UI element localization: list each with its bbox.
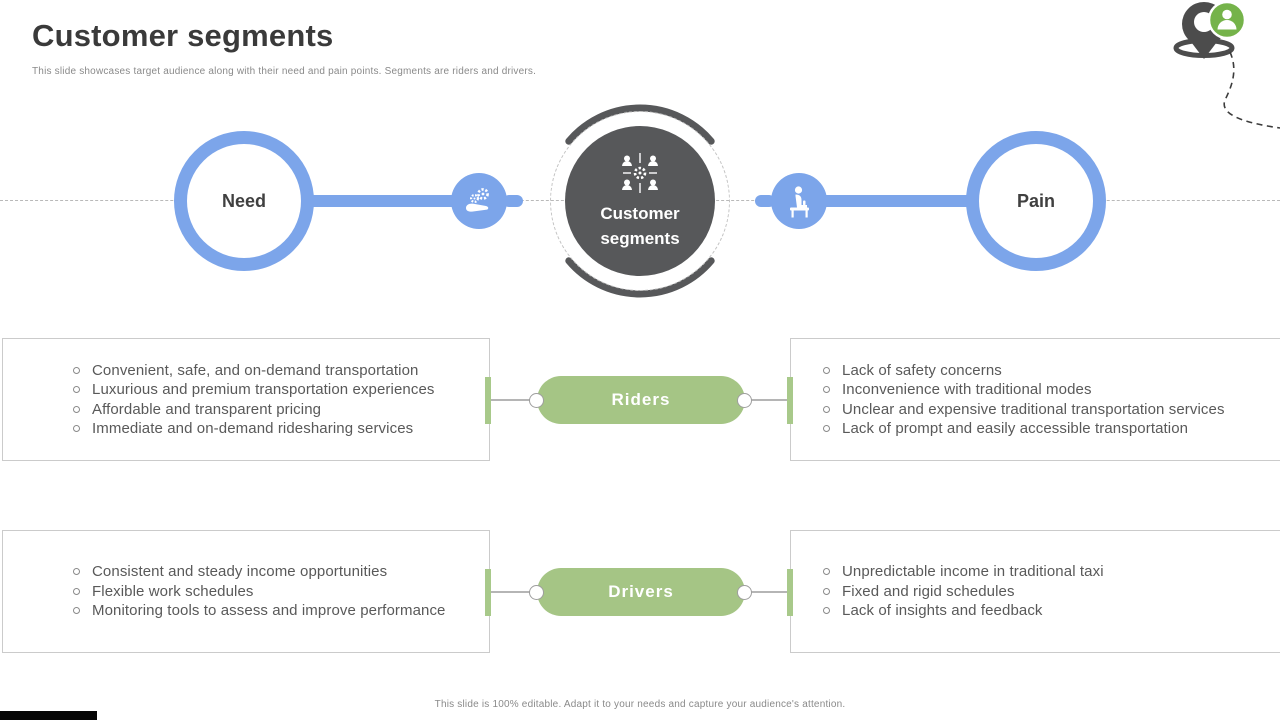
hub-label-line1: Customer [600,204,680,223]
people-around-gear-icon [622,153,658,193]
riders-needs-list: Convenient, safe, and on-demand transpor… [3,361,489,439]
bullet-item: Inconvenience with traditional modes [821,380,1280,400]
riders-pill-label: Riders [611,390,671,409]
bullet-item: Affordable and transparent pricing [71,400,489,420]
hub-arc-decoration [565,104,715,298]
slide-subtitle: This slide showcases target audience alo… [32,66,537,77]
riders-needs-box: Convenient, safe, and on-demand transpor… [2,338,490,461]
bullet-item: Lack of insights and feedback [821,601,1280,621]
drivers-pains-list: Unpredictable income in traditional taxi… [791,562,1280,621]
connector-stub-right [755,195,775,207]
bullet-item: Consistent and steady income opportuniti… [71,562,489,582]
waiting-passenger-icon [790,186,809,218]
brand-logo-map-pin-icon [1173,0,1280,129]
riders-accent-bar-right [787,377,793,424]
pain-node: Pain [966,131,1106,271]
bullet-item: Luxurious and premium transportation exp… [71,380,489,400]
hub-label-line2: segments [600,229,680,248]
drivers-accent-bar-right [787,569,793,616]
need-mini-node [451,173,507,229]
hand-gears-icon [466,188,489,212]
need-node-label: Need [221,190,266,211]
bottom-corner-bar [0,711,97,720]
drivers-pill-label: Drivers [608,582,674,601]
bullet-item: Flexible work schedules [71,582,489,602]
drivers-connector-right [742,591,792,593]
bullet-item: Unclear and expensive traditional transp… [821,400,1280,420]
footer-note: This slide is 100% editable. Adapt it to… [434,699,846,710]
bullet-item: Immediate and on-demand ridesharing serv… [71,419,489,439]
bullet-item: Convenient, safe, and on-demand transpor… [71,361,489,381]
riders-pill: Riders [537,376,745,424]
riders-connector-right [742,399,792,401]
drivers-connector-left [491,591,541,593]
pain-node-label: Pain [1016,190,1055,211]
drivers-accent-bar-left [485,569,491,616]
riders-connector-left [491,399,541,401]
drivers-dot-right [737,584,752,600]
bullet-item: Unpredictable income in traditional taxi [821,562,1280,582]
drivers-needs-box: Consistent and steady income opportuniti… [2,530,490,653]
drivers-dot-left [529,584,544,600]
customer-segments-hub: Customer segments [565,126,715,276]
drivers-pill: Drivers [537,568,745,616]
need-node: Need [174,131,314,271]
drivers-needs-list: Consistent and steady income opportuniti… [3,562,489,621]
connector-stub-left [503,195,523,207]
riders-dot-right [737,392,752,408]
bullet-item: Monitoring tools to assess and improve p… [71,601,489,621]
riders-dot-left [529,392,544,408]
bullet-item: Fixed and rigid schedules [821,582,1280,602]
page-title: Customer segments [32,18,334,53]
hub-dashed-ring [550,111,730,291]
connector-need [300,195,460,207]
bullet-item: Lack of safety concerns [821,361,1280,381]
riders-accent-bar-left [485,377,491,424]
pain-mini-node [771,173,827,229]
drivers-pains-box: Unpredictable income in traditional taxi… [790,530,1280,653]
connector-pain [820,195,976,207]
bullet-item: Lack of prompt and easily accessible tra… [821,419,1280,439]
